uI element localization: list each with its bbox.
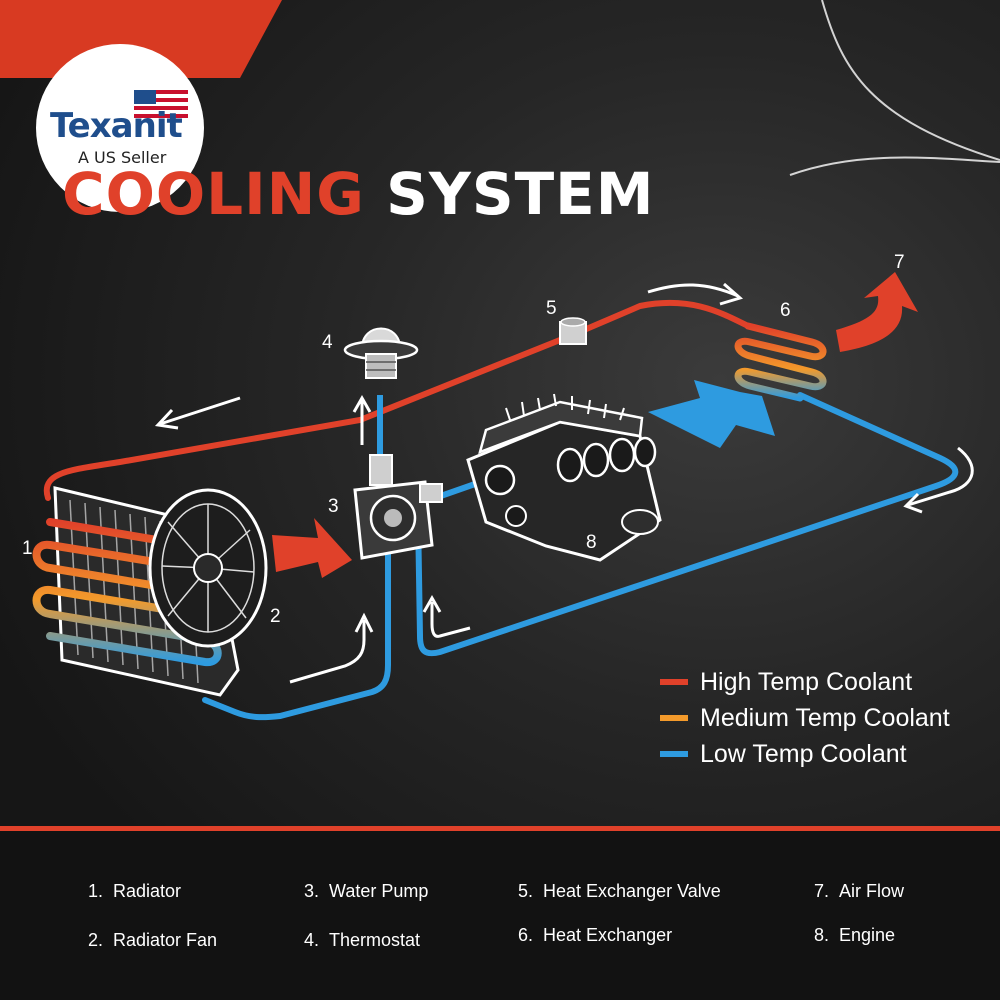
part-number: 2. — [88, 930, 104, 950]
brand-tagline: A US Seller — [78, 148, 167, 167]
legend-label-high: High Temp Coolant — [700, 667, 913, 696]
label-engine: 8 — [586, 532, 597, 553]
flow-arrow-icon — [647, 283, 739, 298]
part-number: 1. — [88, 881, 104, 901]
part-item-water-pump: 3. Water Pump — [304, 881, 428, 902]
part-item-air-flow: 7. Air Flow — [814, 881, 904, 902]
legend-label-medium: Medium Temp Coolant — [700, 703, 950, 732]
title-part-1: COOLING — [62, 160, 365, 228]
part-number: 8. — [814, 925, 830, 945]
legend-item-medium: Medium Temp Coolant — [660, 700, 950, 736]
part-item-radiator-fan: 2. Radiator Fan — [88, 930, 217, 951]
label-air-flow: 7 — [894, 252, 905, 273]
water-pump-icon — [353, 454, 443, 560]
part-name: Air Flow — [839, 881, 905, 901]
heat-exchanger-icon — [734, 322, 827, 402]
flow-arrow-head-icon — [903, 492, 923, 514]
part-name: Heat Exchanger Valve — [543, 881, 721, 901]
us-flag-icon — [134, 90, 188, 120]
part-name: Heat Exchanger — [543, 925, 673, 945]
airflow-arrow-icon — [272, 518, 352, 578]
engine-icon — [466, 393, 662, 562]
part-name: Radiator — [113, 881, 182, 901]
part-name: Water Pump — [329, 881, 429, 901]
label-heat-exchanger: 6 — [780, 300, 791, 321]
label-radiator: 1 — [22, 538, 33, 559]
flow-arrow-head-icon — [354, 612, 374, 633]
legend-item-low: Low Temp Coolant — [660, 736, 950, 772]
label-water-pump: 3 — [328, 496, 339, 517]
flow-arrow-head-icon — [352, 394, 372, 413]
legend: High Temp Coolant Medium Temp Coolant Lo… — [660, 664, 950, 772]
low-temp-hose-radiator — [202, 547, 391, 721]
part-item-thermostat: 4. Thermostat — [304, 930, 420, 951]
hot-airflow-arrow-icon — [836, 272, 918, 352]
part-item-heat-exchanger: 6. Heat Exchanger — [518, 925, 672, 946]
flow-arrow-icon — [289, 620, 366, 684]
part-number: 7. — [814, 881, 830, 901]
part-item-radiator: 1. Radiator — [88, 881, 181, 902]
flow-arrow-head-icon — [154, 408, 179, 430]
brand-name: Texanit — [50, 106, 183, 146]
legend-swatch-high — [660, 679, 688, 685]
flow-arrow-head-icon — [422, 594, 442, 613]
part-number: 4. — [304, 930, 320, 950]
valve-icon — [559, 317, 587, 345]
part-name: Thermostat — [329, 930, 421, 950]
low-temp-hose-return — [415, 392, 959, 657]
part-number: 6. — [518, 925, 534, 945]
legend-swatch-medium — [660, 715, 688, 721]
flow-arrow-head-icon — [719, 282, 744, 306]
fan-icon — [148, 488, 268, 648]
page-title: COOLING SYSTEM — [62, 160, 655, 228]
part-number: 5. — [518, 881, 534, 901]
flow-arrows — [154, 282, 974, 684]
flow-arrow-icon — [159, 396, 241, 426]
legend-item-high: High Temp Coolant — [660, 664, 950, 700]
brand-logo: Texanit A US Seller — [36, 44, 204, 212]
cool-airflow-arrow-icon — [648, 380, 775, 448]
flow-arrow-icon — [430, 602, 471, 638]
thermostat-icon — [343, 327, 419, 379]
high-temp-hose — [43, 299, 751, 501]
part-number: 3. — [304, 881, 320, 901]
flow-arrow-icon — [907, 446, 974, 507]
part-item-valve: 5. Heat Exchanger Valve — [518, 881, 721, 902]
label-radiator-fan: 2 — [270, 606, 281, 627]
legend-label-low: Low Temp Coolant — [700, 739, 907, 768]
part-name: Engine — [839, 925, 896, 945]
part-name: Radiator Fan — [113, 930, 218, 950]
legend-swatch-low — [660, 751, 688, 757]
label-valve: 5 — [546, 298, 557, 319]
parts-list-footer: 1. Radiator 2. Radiator Fan 3. Water Pump 4… — [0, 826, 1000, 1000]
title-part-2: SYSTEM — [386, 160, 655, 228]
label-thermostat: 4 — [322, 332, 333, 353]
decorative-curve — [789, 0, 1000, 176]
part-item-engine: 8. Engine — [814, 925, 895, 946]
